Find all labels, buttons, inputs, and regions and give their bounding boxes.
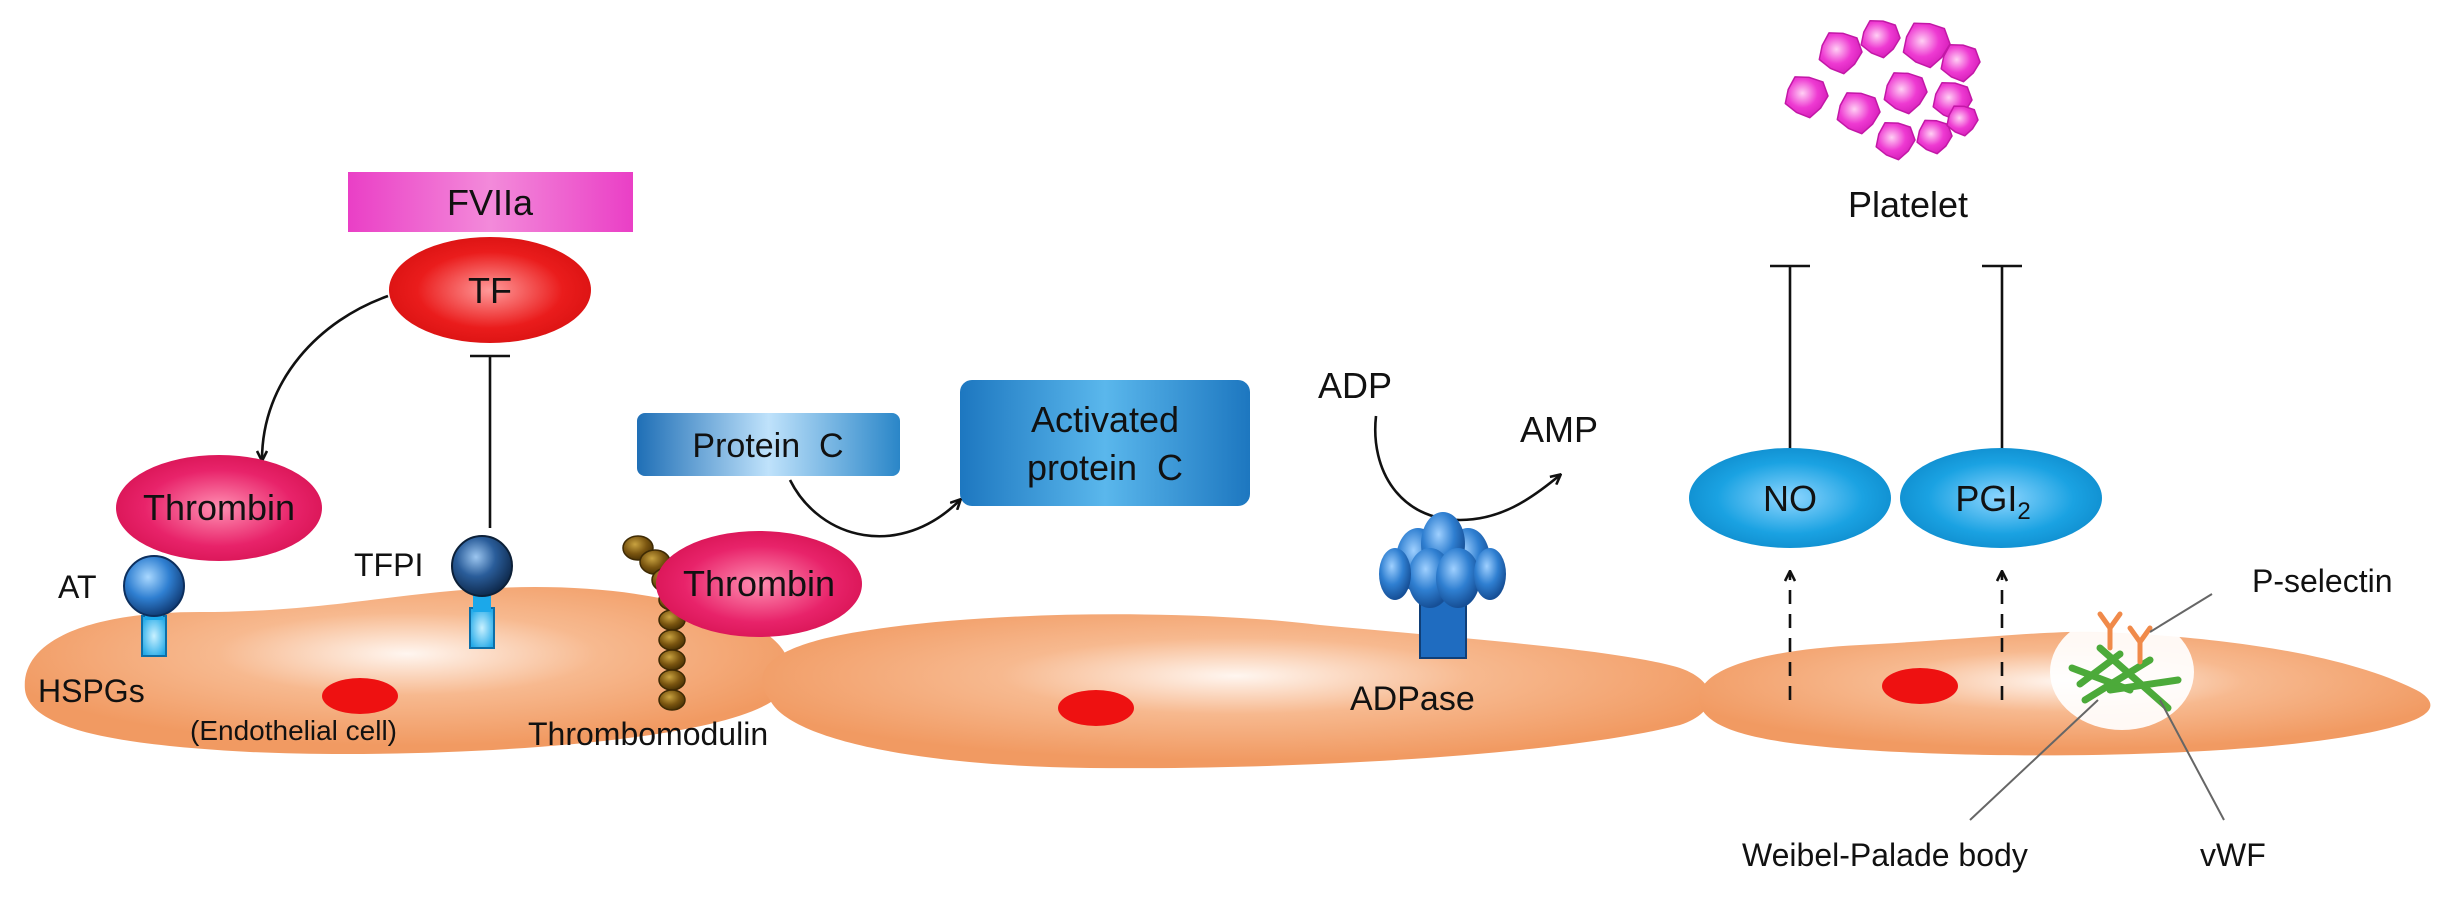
- activated-protein-c-line2: protein C: [1027, 447, 1183, 488]
- thrombin-label-upper: Thrombin: [143, 487, 295, 528]
- thrombomodulin-bead: [658, 629, 686, 651]
- platelet-blob: [1946, 105, 1979, 137]
- tf-label: TF: [468, 270, 512, 311]
- endothelial-cell-left: [24, 587, 790, 755]
- thrombomodulin-label: Thrombomodulin: [528, 716, 768, 752]
- weibel-palade-body: [2050, 611, 2194, 730]
- vwf-fibers: [2068, 644, 2182, 712]
- tf-oval: [389, 237, 591, 343]
- pgi2-oval: [1900, 448, 2102, 548]
- platelet-blob: [1883, 72, 1928, 115]
- platelet-blob: [1818, 32, 1863, 75]
- pgi2-subscript: 2: [2017, 498, 2030, 525]
- platelet-blob: [1916, 119, 1953, 155]
- tfpi-stalk: [469, 607, 495, 649]
- at-stalk: [141, 615, 167, 657]
- adpase-complex: [1379, 512, 1506, 659]
- protein-c-box: [637, 413, 900, 476]
- p-selectin-leader: [2149, 593, 2213, 633]
- at-label: AT: [58, 569, 97, 605]
- activated-protein-c-box: [960, 380, 1250, 506]
- fviia-box: [348, 172, 633, 232]
- nucleus-middle: [1058, 690, 1134, 726]
- thrombomodulin-bead: [658, 669, 686, 691]
- platelet-blob: [1836, 92, 1881, 135]
- weibel-palade-label: Weibel-Palade body: [1742, 837, 2028, 873]
- no-label: NO: [1763, 478, 1817, 519]
- p-selectin-label: P-selectin: [2252, 563, 2393, 599]
- endothelial-cell-caption: (Endothelial cell): [190, 715, 397, 746]
- tf-to-thrombin-arrow: [262, 294, 389, 460]
- activated-protein-c-line1: Activated: [1031, 399, 1179, 440]
- protein-c-label: Protein C: [692, 427, 843, 465]
- tfpi-head: [451, 535, 513, 597]
- thrombin-oval-lower: [656, 531, 862, 637]
- platelet-cluster: [1784, 19, 1981, 161]
- pgi2-label: PGI2: [1955, 478, 2030, 525]
- adp-label: ADP: [1318, 365, 1392, 406]
- thrombin-label-lower: Thrombin: [683, 563, 835, 604]
- hspgs-label: HSPGs: [38, 673, 145, 709]
- platelet-blob: [1940, 43, 1981, 83]
- adpase-label: ADPase: [1350, 680, 1475, 718]
- thrombin-oval-upper: [116, 455, 322, 561]
- no-oval: [1689, 448, 1891, 548]
- nucleus-left: [322, 678, 398, 714]
- platelet-blob: [1860, 19, 1901, 59]
- platelet-blob: [1875, 121, 1916, 161]
- vwf-leader: [2159, 699, 2225, 821]
- weibel-leader: [1969, 699, 2099, 821]
- nucleus-right: [1882, 668, 1958, 704]
- endothelial-cell-middle: [762, 614, 1710, 769]
- platelet-blob: [1902, 22, 1951, 69]
- tfpi-label: TFPI: [354, 547, 423, 583]
- protein-c-activation-arrow: [788, 479, 960, 538]
- platelet-label: Platelet: [1848, 184, 1968, 225]
- thrombomodulin-bead: [658, 649, 686, 671]
- amp-label: AMP: [1520, 409, 1598, 450]
- tfpi-stalk-inner: [473, 592, 491, 612]
- at-head: [123, 555, 185, 617]
- platelet-blob: [1784, 76, 1829, 119]
- fviia-label: FVIIa: [447, 182, 534, 223]
- vwf-label: vWF: [2200, 837, 2266, 873]
- pgi2-base: PGI: [1955, 478, 2017, 519]
- p-selectin-icons: [2097, 611, 2153, 665]
- thrombomodulin-bead: [658, 689, 686, 711]
